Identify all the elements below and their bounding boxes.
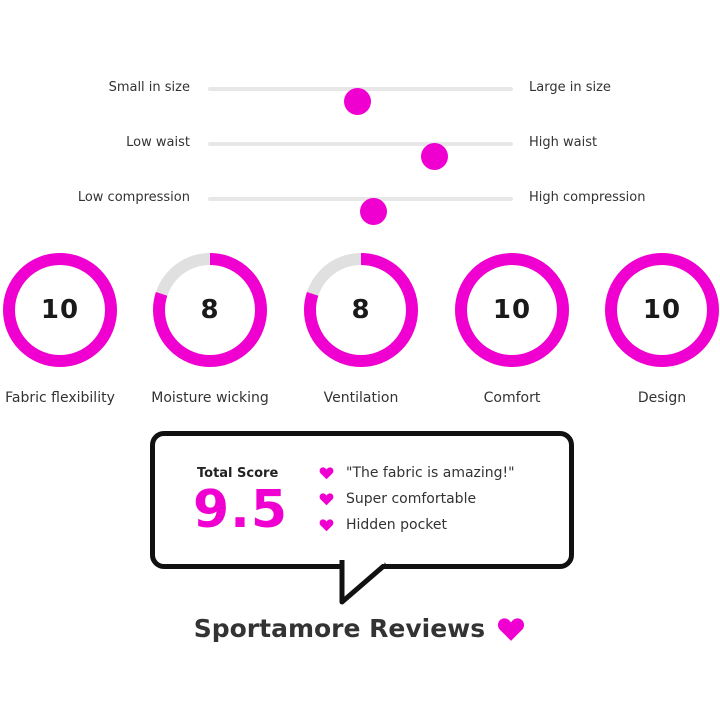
heart-icon [498, 617, 525, 641]
slider-track[interactable] [208, 142, 513, 170]
highlight-item: Super comfortable [319, 486, 515, 512]
total-score-label: Total Score [197, 466, 279, 481]
slider-track[interactable] [208, 87, 513, 115]
rating-score: 8 [200, 295, 220, 325]
highlight-text: "The fabric is amazing!" [346, 465, 515, 481]
bubble-tail [339, 560, 388, 605]
heart-icon [319, 493, 334, 506]
rating-label: Fabric flexibility [5, 390, 115, 406]
heart-icon [319, 519, 334, 532]
highlights-list: "The fabric is amazing!" Super comfortab… [319, 460, 515, 538]
highlight-item: "The fabric is amazing!" [319, 460, 515, 486]
slider-thumb[interactable] [344, 88, 372, 115]
slider-left-label: Low compression [77, 190, 190, 205]
rating-score: 10 [492, 295, 532, 325]
rating-ring-comfort: 10 [454, 252, 570, 368]
slider-right-label: High compression [529, 190, 646, 205]
rating-label: Design [637, 390, 687, 406]
rating-ring-fabric-flexibility: 10 [2, 252, 118, 368]
rating-score: 8 [351, 295, 371, 325]
rating-ring-ventilation: 8 [303, 252, 419, 368]
ring-gauge [3, 253, 117, 367]
slider-left-label: Small in size [108, 80, 190, 95]
rating-score: 10 [40, 295, 80, 325]
slider-thumb[interactable] [359, 198, 387, 225]
brand-name: Sportamore Reviews [193, 614, 486, 643]
rating-label: Comfort [483, 390, 541, 406]
ring-gauge [455, 253, 569, 367]
slider-thumb[interactable] [420, 143, 448, 170]
slider-right-label: High waist [529, 135, 598, 150]
slider-waist: Low waist High waist [0, 129, 720, 170]
highlight-item: Hidden pocket [319, 512, 515, 538]
highlight-text: Hidden pocket [346, 517, 447, 533]
heart-icon [319, 467, 334, 480]
highlight-text: Super comfortable [346, 491, 477, 507]
ring-gauge [153, 253, 267, 367]
rating-ring-design: 10 [604, 252, 720, 368]
rating-ring-moisture-wicking: 8 [152, 252, 268, 368]
ring-gauge [304, 253, 418, 367]
rating-label: Ventilation [323, 390, 399, 406]
brand-footer: Sportamore Reviews [0, 614, 720, 643]
slider-compression: Low compression High compression [0, 184, 720, 225]
rating-label: Moisture wicking [151, 390, 269, 406]
rating-score: 10 [642, 295, 682, 325]
slider-left-label: Low waist [126, 135, 190, 150]
summary-bubble: Total Score 9.5 "The fabric is amazing!"… [150, 431, 574, 569]
total-score-value: 9.5 [193, 480, 289, 540]
slider-right-label: Large in size [529, 80, 611, 95]
slider-track[interactable] [208, 197, 513, 225]
slider-small-large: Small in size Large in size [0, 74, 720, 115]
ring-gauge [605, 253, 719, 367]
